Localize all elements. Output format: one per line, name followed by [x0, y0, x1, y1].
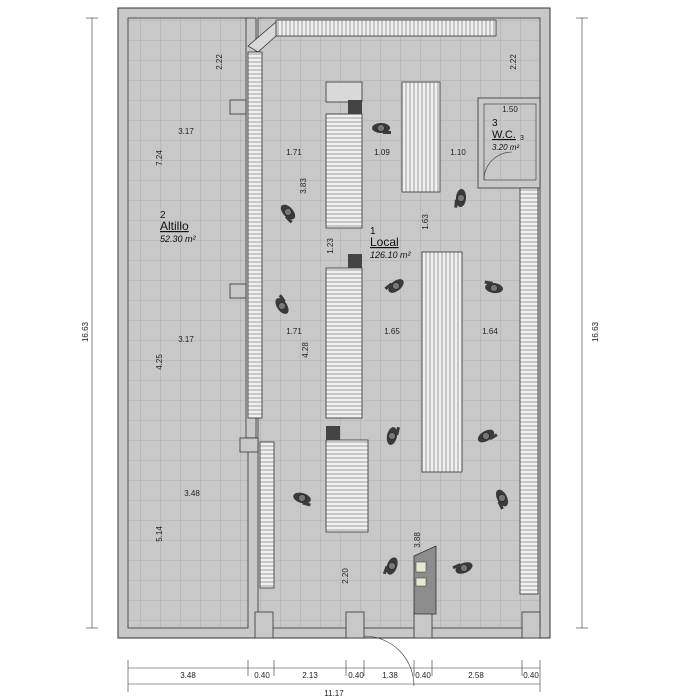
dim-altillo-5-14: 5.14 [155, 526, 164, 542]
dim-bottom-3-48: 3.48 [180, 671, 196, 680]
person-icon [372, 123, 391, 134]
dim-local-1-63: 1.63 [421, 214, 430, 230]
wc-area: 3.20 m² [492, 143, 519, 152]
dim-altillo-3-17-b: 3.17 [178, 335, 194, 344]
person-icon [280, 204, 296, 224]
people [275, 123, 509, 575]
dim-local-4-28: 4.28 [301, 342, 310, 358]
dim-bottom-0-40-b: 0.40 [348, 671, 364, 680]
dim-altillo-4-25: 4.25 [155, 354, 164, 370]
wc-number: 3 [492, 118, 498, 129]
dim-bottom-0-40-d: 0.40 [523, 671, 539, 680]
dim-local-1-23: 1.23 [326, 238, 335, 254]
person-icon [484, 280, 503, 294]
door-icon [483, 151, 513, 181]
person-icon [477, 429, 498, 443]
person-icon [275, 294, 289, 314]
column-icon [348, 254, 362, 268]
dim-local-1-71-b: 1.71 [286, 327, 302, 336]
dim-bottom-1-38: 1.38 [382, 671, 398, 680]
dim-bottom-2-13: 2.13 [302, 671, 318, 680]
dim-bottom-0-40-a: 0.40 [254, 671, 270, 680]
column-icon [326, 426, 340, 440]
dim-altillo-7-24: 7.24 [155, 150, 164, 166]
person-icon [386, 426, 400, 445]
dim-bottom-total: 11.17 [324, 689, 344, 698]
room-labels: 2 Altillo 52.30 m² 1 Local 126.10 m² 3 W… [160, 118, 524, 260]
person-icon [384, 279, 404, 293]
dim-local-1-71-a: 1.71 [286, 148, 302, 157]
checkout-counter-icon [413, 545, 437, 615]
person-icon [495, 489, 509, 510]
bottom-piers [254, 611, 541, 639]
dim-total-height-left: 16.63 [81, 321, 90, 342]
dim-bottom-2-58: 2.58 [468, 671, 484, 680]
dim-local-1-09: 1.09 [374, 148, 390, 157]
dimension-lines [86, 17, 588, 692]
wc-room [477, 97, 541, 189]
dim-local-1-64: 1.64 [482, 327, 498, 336]
altillo-floor [127, 17, 249, 629]
local-name: Local [370, 235, 399, 249]
wall-shelving [247, 19, 539, 595]
altillo-area: 52.30 m² [160, 234, 197, 244]
column-icon [348, 100, 362, 114]
person-icon [382, 557, 398, 575]
dim-local-1-65: 1.65 [384, 327, 400, 336]
altillo-name: Altillo [160, 219, 189, 233]
person-icon [293, 492, 311, 507]
dim-wc-1-50: 1.50 [502, 105, 518, 114]
dim-altillo-2-22: 2.22 [215, 54, 224, 70]
altillo-number: 2 [160, 210, 166, 221]
local-area: 126.10 m² [370, 250, 412, 260]
dim-local-2-22: 2.22 [509, 54, 518, 70]
gondola-shelves [325, 81, 463, 533]
person-icon [452, 562, 473, 574]
dim-altillo-3-17-a: 3.17 [178, 127, 194, 136]
dim-local-2-20: 2.20 [341, 568, 350, 584]
dim-local-1-10: 1.10 [450, 148, 466, 157]
dim-altillo-3-48: 3.48 [184, 489, 200, 498]
wc-sub: 3 [520, 135, 524, 142]
dimension-labels: 16.63 16.63 3.48 0.40 2.13 0.40 1.38 0.4… [81, 54, 600, 698]
wc-name: W.C. [492, 129, 516, 141]
dim-local-3-83: 3.83 [299, 178, 308, 194]
dim-bottom-0-40-c: 0.40 [415, 671, 431, 680]
local-number: 1 [370, 226, 376, 237]
dim-local-3-88: 3.88 [413, 532, 422, 548]
dim-total-height-right: 16.63 [591, 321, 600, 342]
person-icon [454, 189, 467, 208]
columns [326, 100, 362, 440]
